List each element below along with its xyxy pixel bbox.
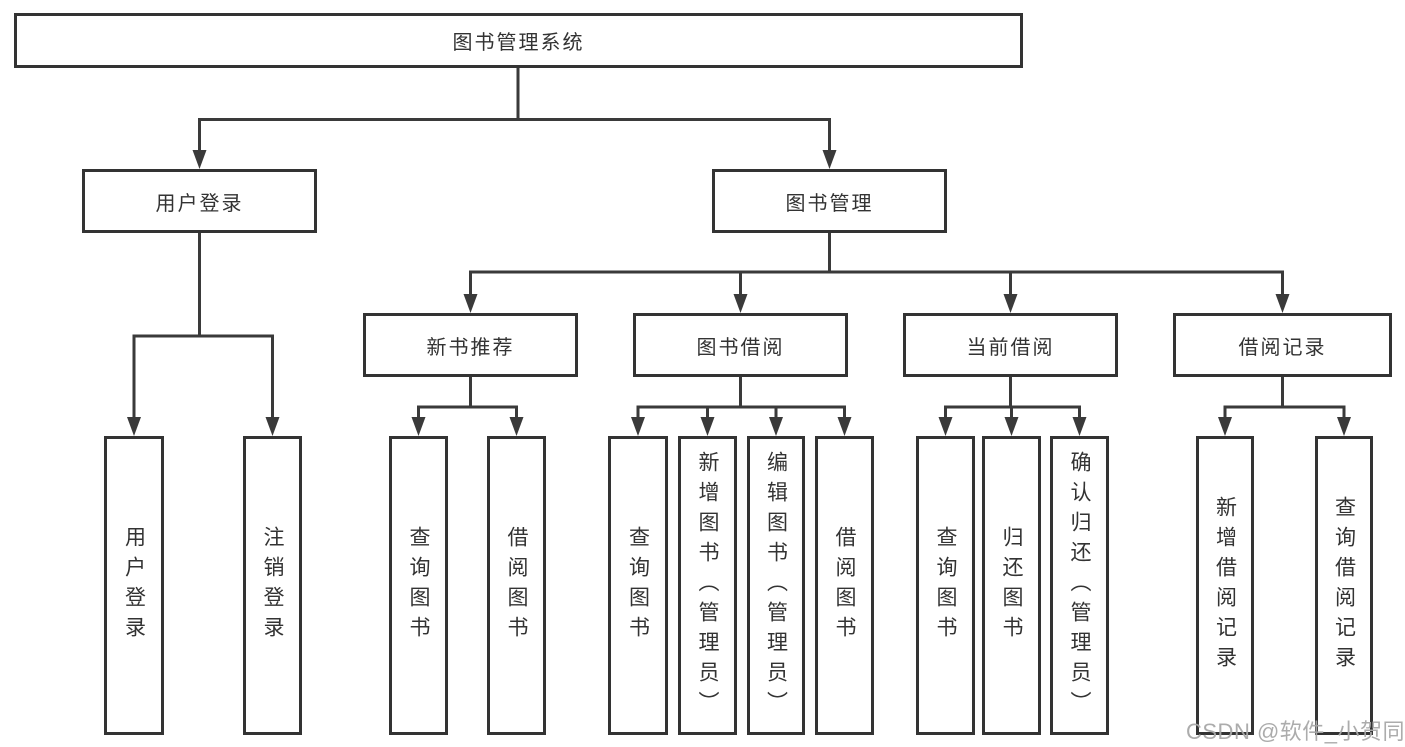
arrowhead <box>1072 417 1087 436</box>
leaf-add-borrow-record-label: 新增借阅记录 <box>1213 495 1237 676</box>
leaf-logout-label: 注销登录 <box>261 525 284 646</box>
arrowhead <box>631 417 645 436</box>
leaf-query-books-recommend: 查询图书 <box>389 436 448 735</box>
arrowhead <box>938 417 953 436</box>
node-current-borrowing-label: 当前借阅 <box>966 336 1055 359</box>
node-borrowing-records: 借阅记录 <box>1173 313 1392 377</box>
node-book-borrowing: 图书借阅 <box>633 313 848 377</box>
node-new-book-recommendation-label: 新书推荐 <box>426 336 515 359</box>
node-book-borrowing-label: 图书借阅 <box>696 336 785 359</box>
arrowheads <box>127 150 1351 436</box>
leaf-logout: 注销登录 <box>243 436 302 735</box>
connector-path <box>132 68 1346 420</box>
arrowhead <box>700 417 715 436</box>
arrowhead <box>1003 294 1018 313</box>
arrowhead <box>822 150 837 169</box>
leaf-query-books-borrowing: 查询图书 <box>608 436 668 735</box>
arrowhead <box>509 417 524 436</box>
leaf-borrow-books-borrowing-label: 借阅图书 <box>833 525 856 646</box>
node-borrowing-records-label: 借阅记录 <box>1238 336 1327 359</box>
leaf-add-book-admin: 新增图书（管理员） <box>678 436 737 735</box>
arrowhead <box>411 417 426 436</box>
arrowhead <box>192 150 207 169</box>
leaf-confirm-return-admin-label: 确认归还（管理员） <box>1068 450 1091 721</box>
leaf-user-login-label: 用户登录 <box>122 525 146 646</box>
node-library-system-label: 图书管理系统 <box>452 32 585 54</box>
leaf-query-borrow-record: 查询借阅记录 <box>1315 436 1373 735</box>
arrowhead <box>1275 294 1290 313</box>
leaf-query-books-current: 查询图书 <box>916 436 975 735</box>
arrowhead <box>265 417 280 436</box>
leaf-borrow-books-borrowing: 借阅图书 <box>815 436 874 735</box>
leaf-edit-book-admin-label: 编辑图书（管理员） <box>764 450 788 721</box>
leaf-query-books-borrowing-label: 查询图书 <box>626 525 650 646</box>
leaf-return-book: 归还图书 <box>982 436 1041 735</box>
arrowhead <box>127 417 141 436</box>
leaf-query-books-recommend-label: 查询图书 <box>407 525 430 646</box>
arrowhead <box>1218 417 1232 436</box>
arrowhead <box>1337 417 1351 436</box>
node-current-borrowing: 当前借阅 <box>903 313 1118 377</box>
leaf-confirm-return-admin: 确认归还（管理员） <box>1050 436 1109 735</box>
arrowhead <box>837 417 852 436</box>
leaf-edit-book-admin: 编辑图书（管理员） <box>747 436 805 735</box>
arrowhead <box>733 294 748 313</box>
arrowhead <box>769 417 783 436</box>
leaf-return-book-label: 归还图书 <box>1000 525 1023 646</box>
node-book-management-label: 图书管理 <box>785 192 874 215</box>
leaf-add-borrow-record: 新增借阅记录 <box>1196 436 1254 735</box>
csdn-watermark: CSDN @软件_小贺同学 <box>1186 719 1405 744</box>
node-user-login: 用户登录 <box>82 169 317 233</box>
leaf-query-books-current-label: 查询图书 <box>934 525 957 646</box>
node-new-book-recommendation: 新书推荐 <box>363 313 578 377</box>
leaf-borrow-books-recommend-label: 借阅图书 <box>505 525 528 646</box>
node-user-login-label: 用户登录 <box>155 192 244 215</box>
node-library-system: 图书管理系统 <box>14 13 1023 68</box>
node-book-management: 图书管理 <box>712 169 947 233</box>
leaf-add-book-admin-label: 新增图书（管理员） <box>696 450 719 721</box>
leaf-query-borrow-record-label: 查询借阅记录 <box>1332 495 1356 676</box>
leaf-user-login: 用户登录 <box>104 436 164 735</box>
arrowhead <box>463 294 478 313</box>
arrowhead <box>1004 417 1019 436</box>
leaf-borrow-books-recommend: 借阅图书 <box>487 436 546 735</box>
